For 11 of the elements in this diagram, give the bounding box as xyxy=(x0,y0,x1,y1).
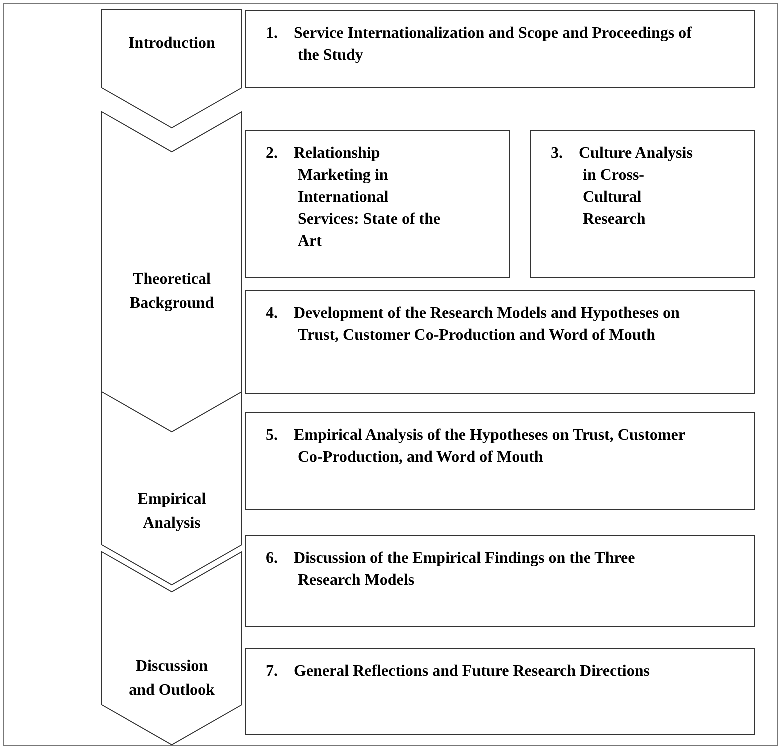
chapter-box: 1. Service Internationalization and Scope and Proceedings of the Study xyxy=(245,10,755,88)
section-label: Discussion and Outlook xyxy=(128,657,216,701)
chapter-box: 5. Empirical Analysis of the Hypotheses on Trust, Customer Co-Production, and Word of Mouth xyxy=(245,412,755,510)
chapter-box: 2. Relationship Marketing in International Services: State of the Art xyxy=(245,130,510,278)
section-label: Theoretical Background xyxy=(128,270,216,314)
chapter-box: 3. Culture Analysis in Cross-Cultural Research xyxy=(530,130,755,278)
section-label: Empirical Analysis xyxy=(136,490,208,534)
chapter-box: 6. Discussion of the Empirical Findings on the Three Research Models xyxy=(245,535,755,627)
chapter-box: 4. Development of the Research Models and Hypotheses on Trust, Customer Co-Production and Word of Mouth xyxy=(245,290,755,394)
section-label: Introduction xyxy=(128,34,216,54)
chapter-box: 7. General Reflections and Future Research Directions xyxy=(245,648,755,735)
